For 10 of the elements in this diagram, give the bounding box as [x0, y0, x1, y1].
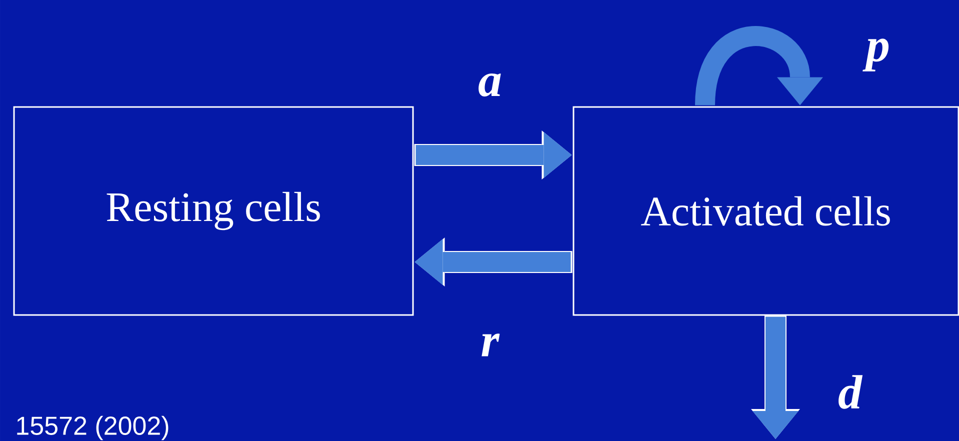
cell-box: Resting cells: [13, 106, 414, 316]
edge-label: r: [482, 334, 500, 356]
edge-label: d: [838, 375, 863, 409]
edge-label: p: [862, 38, 889, 72]
cell-box: Activated cells: [572, 106, 959, 316]
block-arrow: [414, 238, 572, 286]
block-arrow: [414, 130, 572, 180]
edge-label: a: [478, 73, 501, 97]
citation-text: 15572 (2002): [17, 416, 168, 440]
block-arrow: [751, 315, 800, 439]
